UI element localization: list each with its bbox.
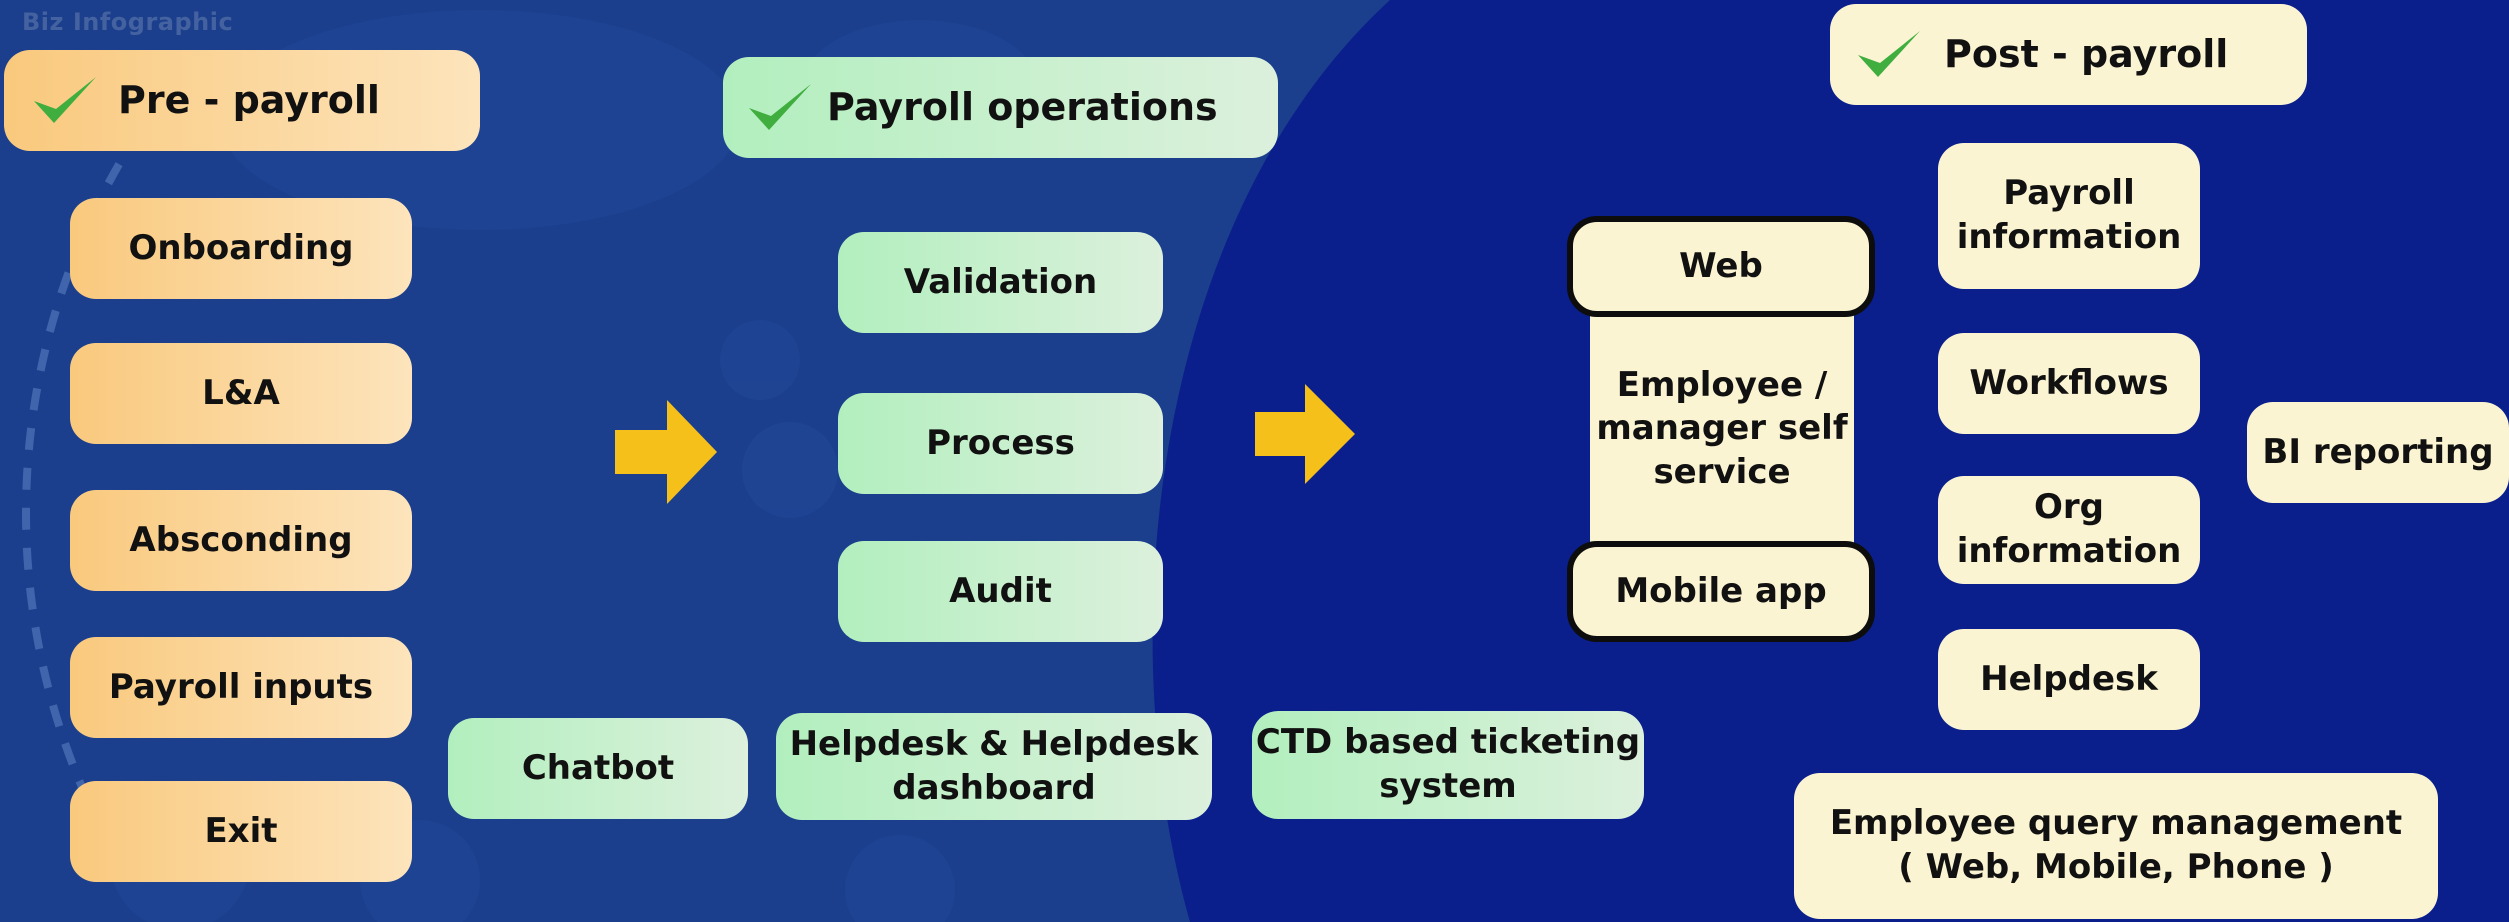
payroll-ops-item-audit: Audit <box>838 541 1163 642</box>
helpdesk-dashboard-box: Helpdesk & Helpdesk dashboard <box>776 713 1212 820</box>
watermark-text: Biz Infographic <box>22 8 234 36</box>
ctd-ticketing-line2: system <box>1379 766 1517 806</box>
post-payroll-item-payroll-information: Payroll information <box>1938 143 2200 289</box>
checkmark-icon <box>1858 30 1920 77</box>
post-payroll-header: Post - payroll <box>1830 4 2307 105</box>
post-payroll-item-workflows: Workflows <box>1938 333 2200 434</box>
chatbot-box: Chatbot <box>448 718 748 819</box>
self-service-panel: Employee / manager self service <box>1590 300 1854 558</box>
self-service-line1: Employee / <box>1616 364 1828 405</box>
pre-payroll-title: Pre - payroll <box>118 78 380 123</box>
self-service-line3: service <box>1653 451 1791 492</box>
post-payroll-item-org-information: Org information <box>1938 476 2200 584</box>
web-channel-box: Web <box>1567 216 1875 317</box>
pre-payroll-item-la: L&A <box>70 343 412 444</box>
post-payroll-title: Post - payroll <box>1944 32 2229 77</box>
helpdesk-dashboard-line2: dashboard <box>892 767 1096 808</box>
flow-arrow-icon <box>615 400 717 504</box>
mobile-app-box: Mobile app <box>1567 541 1875 642</box>
pre-payroll-item-onboarding: Onboarding <box>70 198 412 299</box>
pre-payroll-header: Pre - payroll <box>4 50 480 151</box>
ctd-ticketing-line1: CTD based ticketing <box>1255 722 1641 763</box>
payroll-ops-item-process: Process <box>838 393 1163 494</box>
helpdesk-dashboard-line1: Helpdesk & Helpdesk <box>789 723 1199 764</box>
checkmark-icon <box>34 76 96 123</box>
ctd-ticketing-box: CTD based ticketing system <box>1252 711 1644 819</box>
self-service-line2: manager self <box>1596 408 1848 449</box>
post-payroll-item-helpdesk: Helpdesk <box>1938 629 2200 730</box>
payroll-operations-header: Payroll operations <box>723 57 1278 158</box>
payroll-operations-title: Payroll operations <box>827 85 1218 130</box>
pre-payroll-item-absconding: Absconding <box>70 490 412 591</box>
pre-payroll-item-exit: Exit <box>70 781 412 882</box>
payroll-ops-item-validation: Validation <box>838 232 1163 333</box>
post-payroll-item-employee-query-management: Employee query management ( Web, Mobile,… <box>1794 773 2438 919</box>
post-payroll-item-bi-reporting: BI reporting <box>2247 402 2509 503</box>
pre-payroll-item-payroll-inputs: Payroll inputs <box>70 637 412 738</box>
checkmark-icon <box>749 83 811 130</box>
flow-arrow-icon <box>1255 384 1355 484</box>
